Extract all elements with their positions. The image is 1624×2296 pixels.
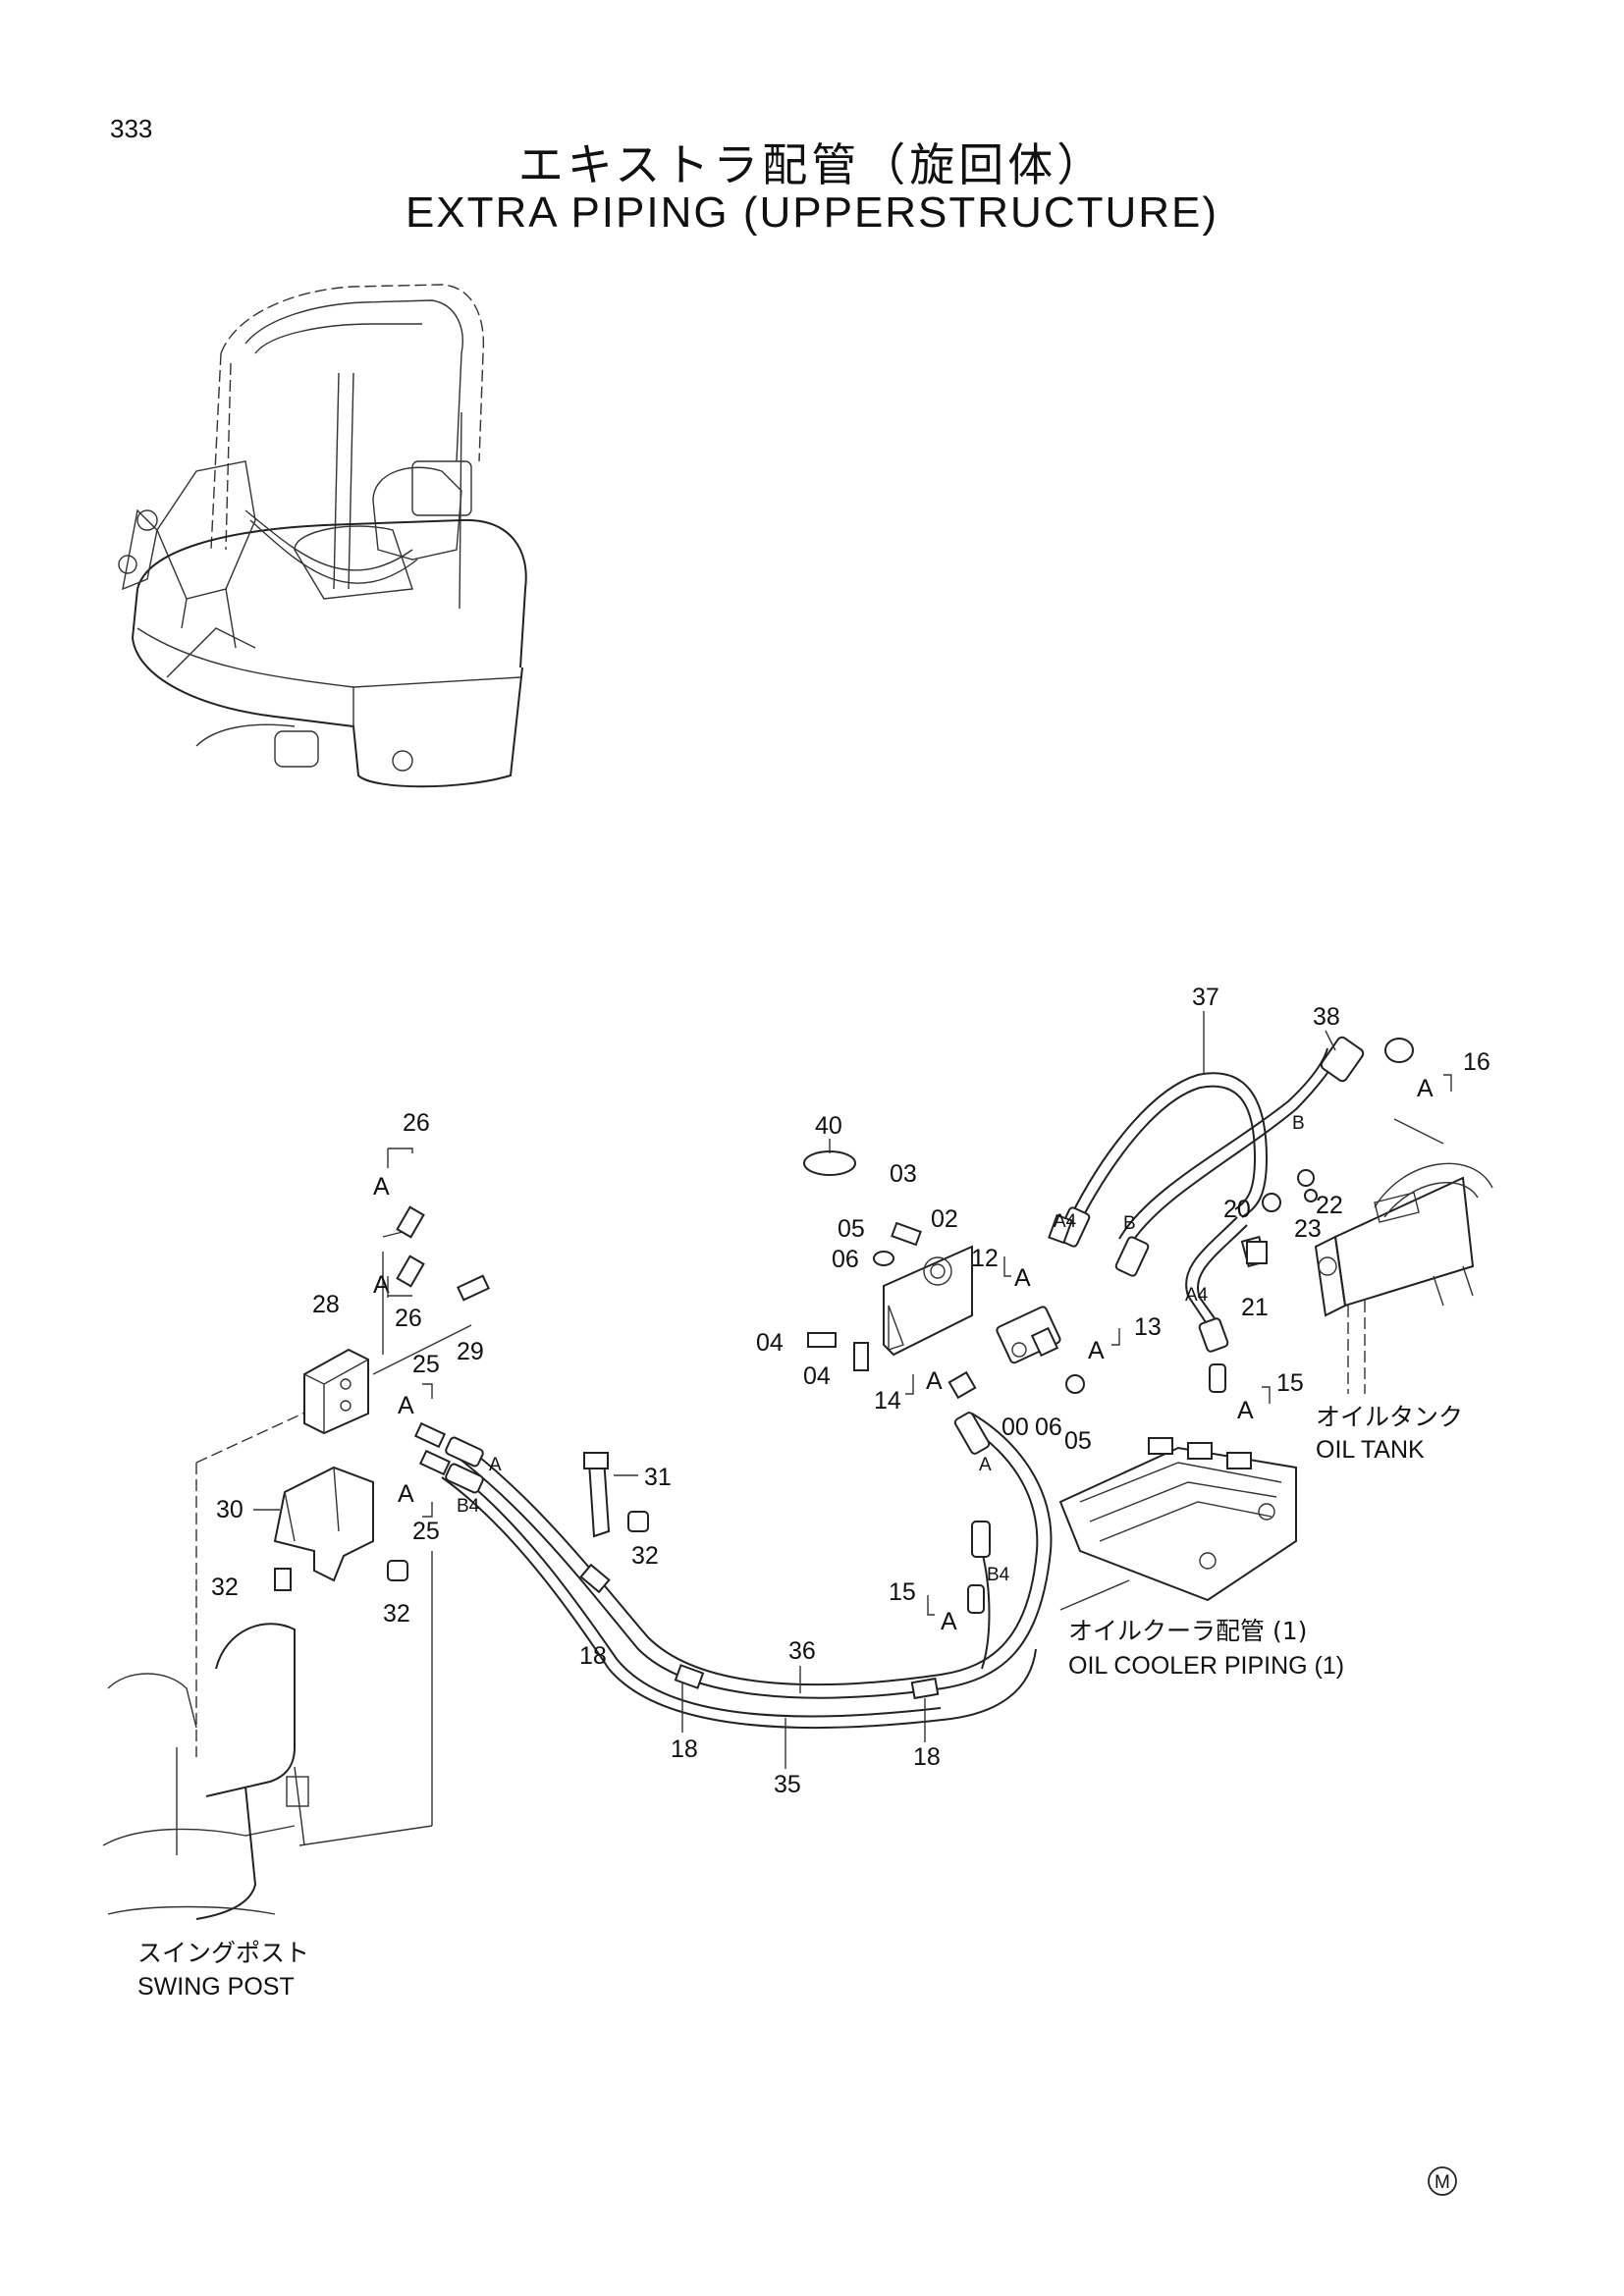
- group-a-13: A: [1088, 1337, 1105, 1364]
- callout-35: 35: [774, 1771, 801, 1798]
- group-a-12: A: [1014, 1264, 1031, 1292]
- oil-cooler-piping-reference: [1058, 1437, 1297, 1611]
- callout-03: 03: [890, 1160, 917, 1188]
- callout-00: 00: [1001, 1414, 1029, 1441]
- callout-16: 16: [1463, 1048, 1490, 1076]
- footer-mark-text: M: [1435, 2172, 1450, 2193]
- swing-post-label-jp: スイングポスト: [137, 1939, 309, 1967]
- group-a-14: A: [926, 1367, 943, 1395]
- hose-mark-a-left: A: [489, 1455, 502, 1475]
- callout-06-right: 06: [1035, 1414, 1062, 1441]
- callout-25-bottom: 25: [412, 1518, 440, 1545]
- callout-28: 28: [312, 1291, 340, 1318]
- hose-mark-b4-mid: B4: [987, 1565, 1010, 1585]
- bracket-30: [273, 1452, 649, 1591]
- group-marks: A A A A A A A A A A: [373, 1074, 1452, 1635]
- oil-tank-label-jp: オイルタンク: [1316, 1403, 1463, 1431]
- callout-05-right: 05: [1064, 1427, 1092, 1455]
- callout-26-bottom: 26: [395, 1305, 422, 1332]
- callout-30: 30: [216, 1496, 244, 1523]
- machine-overview-illustration: [118, 284, 527, 788]
- callout-36: 36: [788, 1637, 816, 1665]
- callout-05-left: 05: [838, 1215, 865, 1243]
- callout-18-middle: 18: [671, 1735, 698, 1763]
- callout-06-left: 06: [832, 1246, 859, 1273]
- callout-38: 38: [1313, 1003, 1340, 1031]
- hose-mark-a4-right: A4: [1185, 1285, 1209, 1306]
- group-a-15-left: A: [941, 1608, 957, 1635]
- callout-18-left: 18: [579, 1642, 607, 1670]
- callout-04-left: 04: [756, 1329, 784, 1357]
- page-title-english: EXTRA PIPING (UPPERSTRUCTURE): [405, 188, 1219, 237]
- callout-37: 37: [1192, 984, 1219, 1011]
- page-number: 333: [110, 114, 153, 143]
- hoses-35-36: [441, 1413, 1053, 1730]
- callout-32-right: 32: [631, 1542, 659, 1570]
- hose-mark-b-top: B: [1123, 1213, 1136, 1234]
- group-a-25-bottom: A: [398, 1480, 414, 1508]
- swing-post-reference: [102, 1623, 309, 1920]
- group-a-26-top: A: [373, 1173, 390, 1201]
- reference-labels: オイルタンク OIL TANK オイルクーラ配管 (1) OIL COOLER …: [137, 1403, 1463, 2001]
- callout-20: 20: [1223, 1196, 1251, 1223]
- hose-mark-a4-top: A4: [1054, 1211, 1077, 1232]
- callout-02: 02: [931, 1205, 958, 1233]
- adapter-bracket-cluster: [803, 1150, 1268, 1614]
- callout-23: 23: [1294, 1215, 1322, 1243]
- callout-22: 22: [1316, 1192, 1343, 1219]
- callout-32-bottom: 32: [383, 1600, 410, 1628]
- hoses-37-38: [1056, 1036, 1414, 1353]
- swing-post-label-en: SWING POST: [137, 1973, 295, 2001]
- callout-29: 29: [457, 1338, 484, 1365]
- page-title-japanese: エキストラ配管（旋回体）: [517, 138, 1107, 191]
- oil-tank-reference: [1314, 1118, 1493, 1394]
- hose-mark-a-mid: A: [979, 1455, 992, 1475]
- callout-40: 40: [815, 1112, 842, 1140]
- callout-25-top: 25: [412, 1351, 440, 1378]
- group-a-25-top: A: [398, 1392, 414, 1419]
- oil-cooler-label-jp: オイルクーラ配管 (1): [1068, 1617, 1307, 1645]
- group-a-15-right: A: [1237, 1397, 1254, 1424]
- oil-tank-label-en: OIL TANK: [1316, 1436, 1425, 1464]
- callout-14: 14: [874, 1387, 901, 1415]
- oil-cooler-label-en: OIL COOLER PIPING (1): [1068, 1652, 1344, 1680]
- callout-numbers: 37 38 16 26 26 40 03 02 05 06 12 20 22 2…: [211, 984, 1490, 1798]
- hose-mark-b4-left: B4: [457, 1496, 480, 1517]
- callout-12: 12: [971, 1245, 999, 1272]
- callout-31: 31: [644, 1464, 672, 1491]
- hose-mark-b-right: B: [1292, 1113, 1305, 1134]
- footer-m-mark: M: [1428, 2166, 1457, 2196]
- callout-26-top: 26: [403, 1109, 430, 1137]
- leader-lines: [195, 1231, 472, 1846]
- callout-18-right: 18: [913, 1743, 941, 1771]
- callout-15-left: 15: [889, 1578, 916, 1606]
- callout-04-right: 04: [803, 1362, 831, 1390]
- callout-21: 21: [1241, 1294, 1269, 1321]
- hose-end-marks: A B4 A4 B B A4 A B4: [457, 1113, 1305, 1585]
- callout-32-left: 32: [211, 1574, 239, 1601]
- group-a-16: A: [1417, 1075, 1434, 1102]
- callout-15-right: 15: [1276, 1369, 1304, 1397]
- junction-block-28: [303, 1205, 490, 1494]
- callout-13-top: 13: [1134, 1313, 1162, 1341]
- group-a-26-bottom: A: [373, 1271, 390, 1299]
